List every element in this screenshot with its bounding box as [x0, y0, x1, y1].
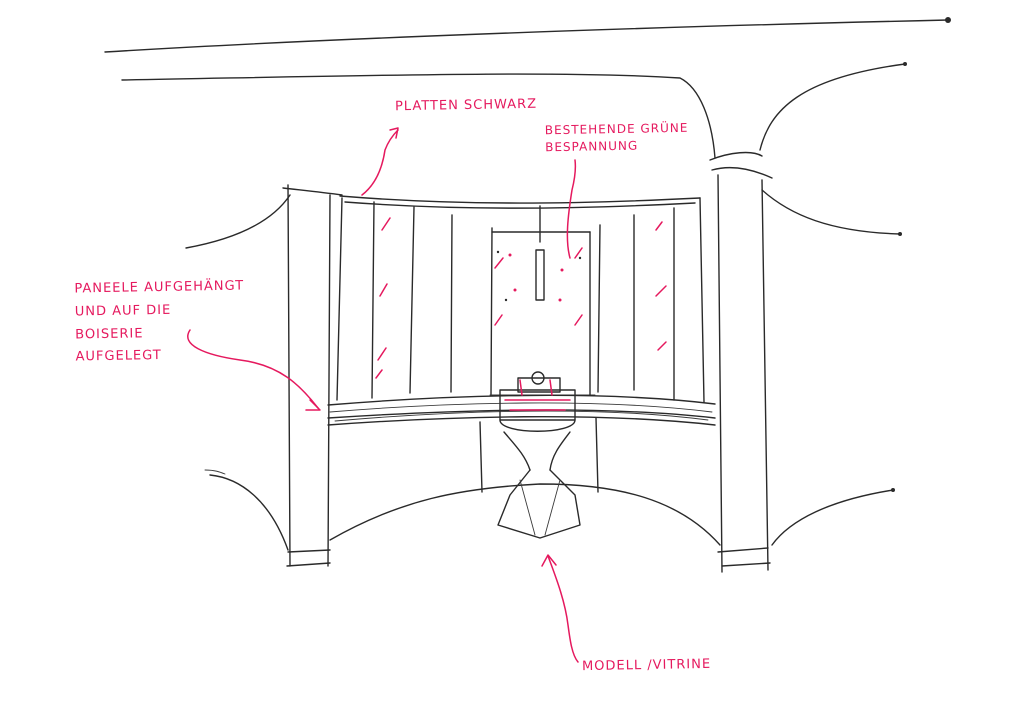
- left-arch: [185, 194, 291, 551]
- panels-left: [336, 197, 493, 401]
- leader-arrows: [187, 127, 579, 663]
- frieze: [339, 195, 701, 209]
- ceiling-lines: [104, 17, 951, 159]
- left-pillar: [282, 184, 343, 567]
- boiserie: [327, 394, 716, 493]
- display-case: [497, 371, 581, 539]
- annotation-bestehende-bespannung: BESTEHENDE GRÜNE BESPANNUNG: [544, 120, 689, 155]
- bottom-arch: [329, 483, 721, 546]
- annotation-paneele-aufgehaengt: PANEELE AUFGEHÄNGT UND AUF DIE BOISERIE …: [74, 278, 245, 365]
- panels-right: [589, 197, 705, 403]
- cloth-hatching: [375, 217, 667, 379]
- right-pillar: [709, 151, 773, 573]
- right-arch: [761, 189, 902, 546]
- annotation-platten-schwarz: PLATTEN SCHWARZ: [394, 96, 538, 115]
- annotation-modell-vitrine: MODELL /VITRINE: [581, 656, 712, 675]
